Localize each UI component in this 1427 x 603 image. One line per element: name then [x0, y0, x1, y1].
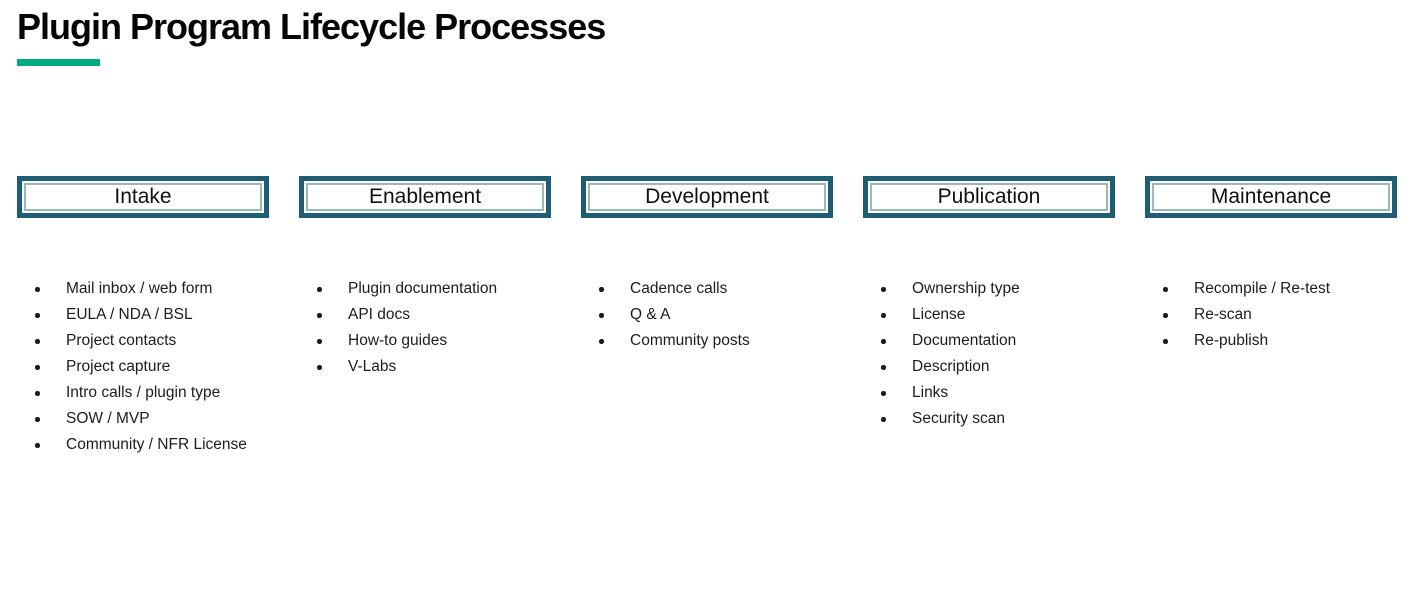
list-item: License: [863, 302, 1115, 328]
list-item: Documentation: [863, 328, 1115, 354]
list-item: Community posts: [581, 328, 833, 354]
column-header-label: Publication: [937, 185, 1041, 208]
column-header-inner: Enablement: [306, 183, 544, 211]
list-item-label: Plugin documentation: [348, 280, 498, 297]
list-item: Cadence calls: [581, 276, 833, 302]
list-item: Re-scan: [1145, 302, 1397, 328]
column-header-inner: Maintenance: [1152, 183, 1390, 211]
bullet-icon: [1163, 287, 1168, 292]
bullet-icon: [1163, 313, 1168, 318]
column-development: Development Cadence calls Q & A Community …: [581, 176, 833, 354]
bullet-icon: [881, 313, 886, 318]
list-item: Re-publish: [1145, 328, 1397, 354]
column-header-label: Maintenance: [1210, 185, 1332, 208]
list-item-label: Re-publish: [1194, 332, 1269, 349]
list-item: Description: [863, 354, 1115, 380]
column-header-label: Enablement: [368, 185, 482, 208]
bullet-icon: [317, 339, 322, 344]
list-item-label: Cadence calls: [630, 280, 728, 297]
list-item-label: Description: [912, 358, 990, 375]
list-item: Ownership type: [863, 276, 1115, 302]
list-item-label: Links: [912, 384, 949, 401]
list-item: Plugin documentation: [299, 276, 551, 302]
list-item-label: EULA / NDA / BSL: [66, 306, 193, 323]
column-header-inner: Publication: [870, 183, 1108, 211]
list-item-label: Project contacts: [66, 332, 177, 349]
list-item-label: V-Labs: [348, 358, 397, 375]
bullet-icon: [881, 417, 886, 422]
bullet-icon: [35, 391, 40, 396]
bullet-icon: [599, 287, 604, 292]
column-header-box: Publication: [863, 176, 1115, 218]
list-item: Q & A: [581, 302, 833, 328]
list-item-label: API docs: [348, 306, 411, 323]
list-item: Recompile / Re-test: [1145, 276, 1397, 302]
list-item-label: License: [912, 306, 966, 323]
list-item-label: Recompile / Re-test: [1194, 280, 1331, 297]
list-item: Community / NFR License: [17, 432, 269, 458]
bullet-icon: [1163, 339, 1168, 344]
bullet-icon: [599, 339, 604, 344]
list-item-label: Intro calls / plugin type: [66, 384, 221, 401]
list-item-label: Community posts: [630, 332, 750, 349]
list-item: Links: [863, 380, 1115, 406]
bullet-icon: [599, 313, 604, 318]
list-item-label: Re-scan: [1194, 306, 1252, 323]
column-header-box: Enablement: [299, 176, 551, 218]
bullet-icon: [881, 365, 886, 370]
list-item: V-Labs: [299, 354, 551, 380]
list-item: Intro calls / plugin type: [17, 380, 269, 406]
list-item: Project contacts: [17, 328, 269, 354]
list-item-label: Ownership type: [912, 280, 1020, 297]
list-item-label: Documentation: [912, 332, 1017, 349]
list-item: SOW / MVP: [17, 406, 269, 432]
list-item: How-to guides: [299, 328, 551, 354]
bullet-icon: [881, 391, 886, 396]
list-item-label: SOW / MVP: [66, 410, 150, 427]
list-item: Security scan: [863, 406, 1115, 432]
list-item: API docs: [299, 302, 551, 328]
title-accent-bar: [17, 59, 100, 66]
column-header-box: Maintenance: [1145, 176, 1397, 218]
bullet-icon: [881, 339, 886, 344]
column-header-inner: Development: [588, 183, 826, 211]
bullet-icon: [317, 287, 322, 292]
column-header-label: Intake: [114, 185, 172, 208]
bullet-icon: [35, 313, 40, 318]
bullet-icon: [317, 313, 322, 318]
column-bullet-list: Cadence calls Q & A Community posts: [581, 276, 833, 354]
list-item: Project capture: [17, 354, 269, 380]
column-header-label: Development: [645, 185, 769, 208]
list-item: Mail inbox / web form: [17, 276, 269, 302]
bullet-icon: [35, 417, 40, 422]
bullet-icon: [35, 287, 40, 292]
column-header-box: Development: [581, 176, 833, 218]
bullet-icon: [35, 365, 40, 370]
list-item-label: Security scan: [912, 410, 1006, 427]
list-item-label: Q & A: [630, 306, 671, 323]
bullet-icon: [35, 443, 40, 448]
bullet-icon: [317, 365, 322, 370]
bullet-icon: [881, 287, 886, 292]
list-item-label: Project capture: [66, 358, 171, 375]
column-header-inner: Intake: [24, 183, 262, 211]
list-item-label: Community / NFR License: [66, 436, 247, 453]
column-header-box: Intake: [17, 176, 269, 218]
list-item-label: Mail inbox / web form: [66, 280, 213, 297]
bullet-icon: [35, 339, 40, 344]
page-title: Plugin Program Lifecycle Processes: [17, 6, 606, 47]
list-item-label: How-to guides: [348, 332, 448, 349]
list-item: EULA / NDA / BSL: [17, 302, 269, 328]
